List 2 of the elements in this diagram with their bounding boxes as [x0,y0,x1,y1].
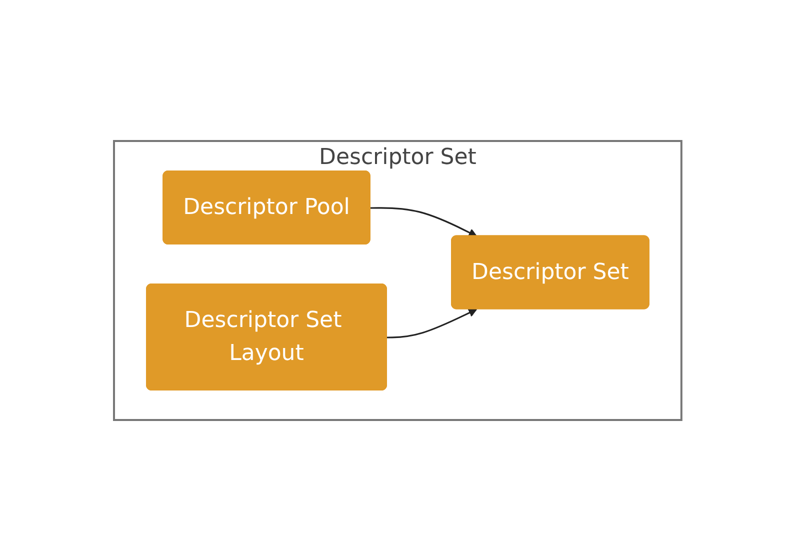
arrow [370,206,477,236]
arrow [386,308,477,338]
